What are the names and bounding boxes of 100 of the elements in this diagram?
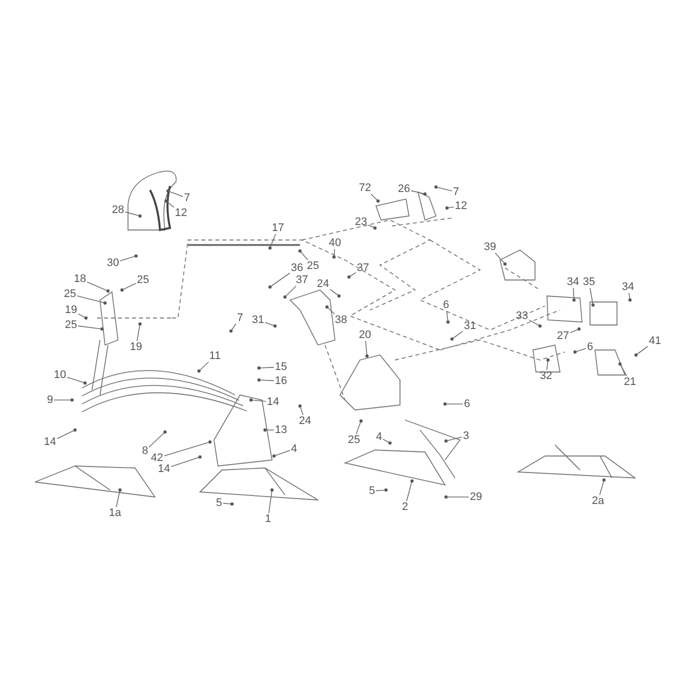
leader-line (136, 324, 140, 342)
callout-number: 31 (250, 314, 266, 326)
leader-line (164, 442, 210, 456)
leader-line (116, 490, 120, 508)
leader-line (570, 328, 580, 334)
leader-line (446, 206, 454, 208)
leader-line (494, 252, 506, 264)
callout-number: 29 (468, 491, 484, 503)
leader-line (370, 194, 378, 202)
leader-line (330, 288, 340, 296)
leader-line (376, 490, 386, 492)
callout-number: 5 (214, 497, 224, 509)
callout-number: 41 (648, 335, 662, 347)
leader-line (258, 380, 274, 382)
callout-number: 39 (482, 241, 498, 253)
callout-number: 2a (590, 495, 606, 507)
callout-number: 19 (128, 341, 144, 353)
leader-line (120, 256, 136, 262)
callout-number: 36 (290, 262, 304, 274)
callout-number: 28 (110, 204, 126, 216)
callout-number: 14 (42, 436, 58, 448)
callout-number: 20 (358, 329, 372, 341)
callout-number: 4 (290, 443, 298, 455)
callout-number: 16 (274, 375, 288, 387)
leader-line (268, 490, 272, 514)
leader-line (300, 250, 308, 260)
leader-line (270, 234, 276, 248)
callout-number: 3 (462, 430, 470, 442)
callout-number: 14 (266, 396, 280, 408)
leader-line (170, 456, 200, 468)
leader-line (250, 400, 266, 402)
callout-number: 1 (264, 513, 272, 525)
leader-line (166, 200, 174, 208)
callout-number: 34 (566, 276, 580, 288)
callout-number: 21 (622, 376, 638, 388)
callout-number: 12 (454, 200, 468, 212)
callout-number: 27 (556, 330, 570, 342)
leader-line (78, 326, 102, 330)
leader-line (198, 362, 209, 372)
leader-line (452, 330, 464, 340)
callout-number: 12 (174, 207, 188, 219)
callout-number: 1a (108, 507, 122, 519)
callout-number: 6 (442, 299, 450, 311)
leader-line (436, 186, 452, 192)
callout-number: 38 (334, 314, 348, 326)
callout-number: 32 (538, 370, 554, 382)
callout-number: 24 (298, 415, 312, 427)
callout-number: 30 (106, 257, 120, 269)
leader-line (406, 480, 412, 502)
callout-number: 24 (316, 278, 330, 290)
leader-line (124, 212, 140, 216)
leader-line (78, 313, 86, 318)
leader-line (572, 288, 574, 300)
callout-number: 7 (182, 192, 192, 204)
callout-number: 5 (368, 485, 376, 497)
callout-number: 4 (374, 431, 384, 443)
callout-number: 14 (156, 463, 172, 475)
callout-number: 23 (354, 216, 368, 228)
callout-number: 6 (462, 398, 472, 410)
leader-line (270, 272, 290, 288)
callout-number: 72 (358, 182, 372, 194)
leader-line (620, 364, 628, 376)
leader-line (382, 438, 390, 444)
callout-number: 25 (64, 319, 78, 331)
leader-line (334, 248, 335, 258)
callout-number: 7 (236, 312, 244, 324)
callout-number: 34 (620, 281, 636, 293)
leader-line (356, 420, 362, 434)
callout-number: 37 (294, 274, 310, 286)
callout-number: 35 (582, 276, 596, 288)
leader-line (636, 346, 648, 356)
callout-number: 15 (274, 361, 288, 373)
callout-number: 25 (306, 260, 320, 272)
leader-line (528, 320, 540, 326)
leader-line (628, 292, 630, 300)
leader-line (148, 432, 166, 448)
leader-line (56, 430, 76, 439)
leader-line (86, 282, 108, 292)
callout-number: 17 (270, 222, 286, 234)
callout-number: 31 (462, 320, 478, 332)
callout-number: 10 (52, 369, 68, 381)
callout-number: 26 (396, 183, 412, 195)
callout-number: 11 (208, 350, 222, 362)
leader-line (365, 340, 368, 356)
leader-line (66, 376, 86, 384)
leader-line (76, 295, 106, 304)
leader-line (599, 480, 604, 496)
callout-number: 8 (140, 445, 150, 457)
leader-line (574, 348, 586, 352)
leader-line (264, 322, 276, 326)
leader-line (230, 323, 236, 332)
callout-number: 42 (150, 452, 164, 464)
callout-number: 2 (400, 501, 410, 513)
callout-number: 40 (328, 237, 342, 249)
leader-line (590, 288, 594, 306)
leader-line (258, 366, 274, 368)
leader-line (284, 286, 296, 298)
leader-line (300, 406, 304, 416)
callout-number: 25 (346, 434, 362, 446)
leader-line (348, 272, 356, 278)
